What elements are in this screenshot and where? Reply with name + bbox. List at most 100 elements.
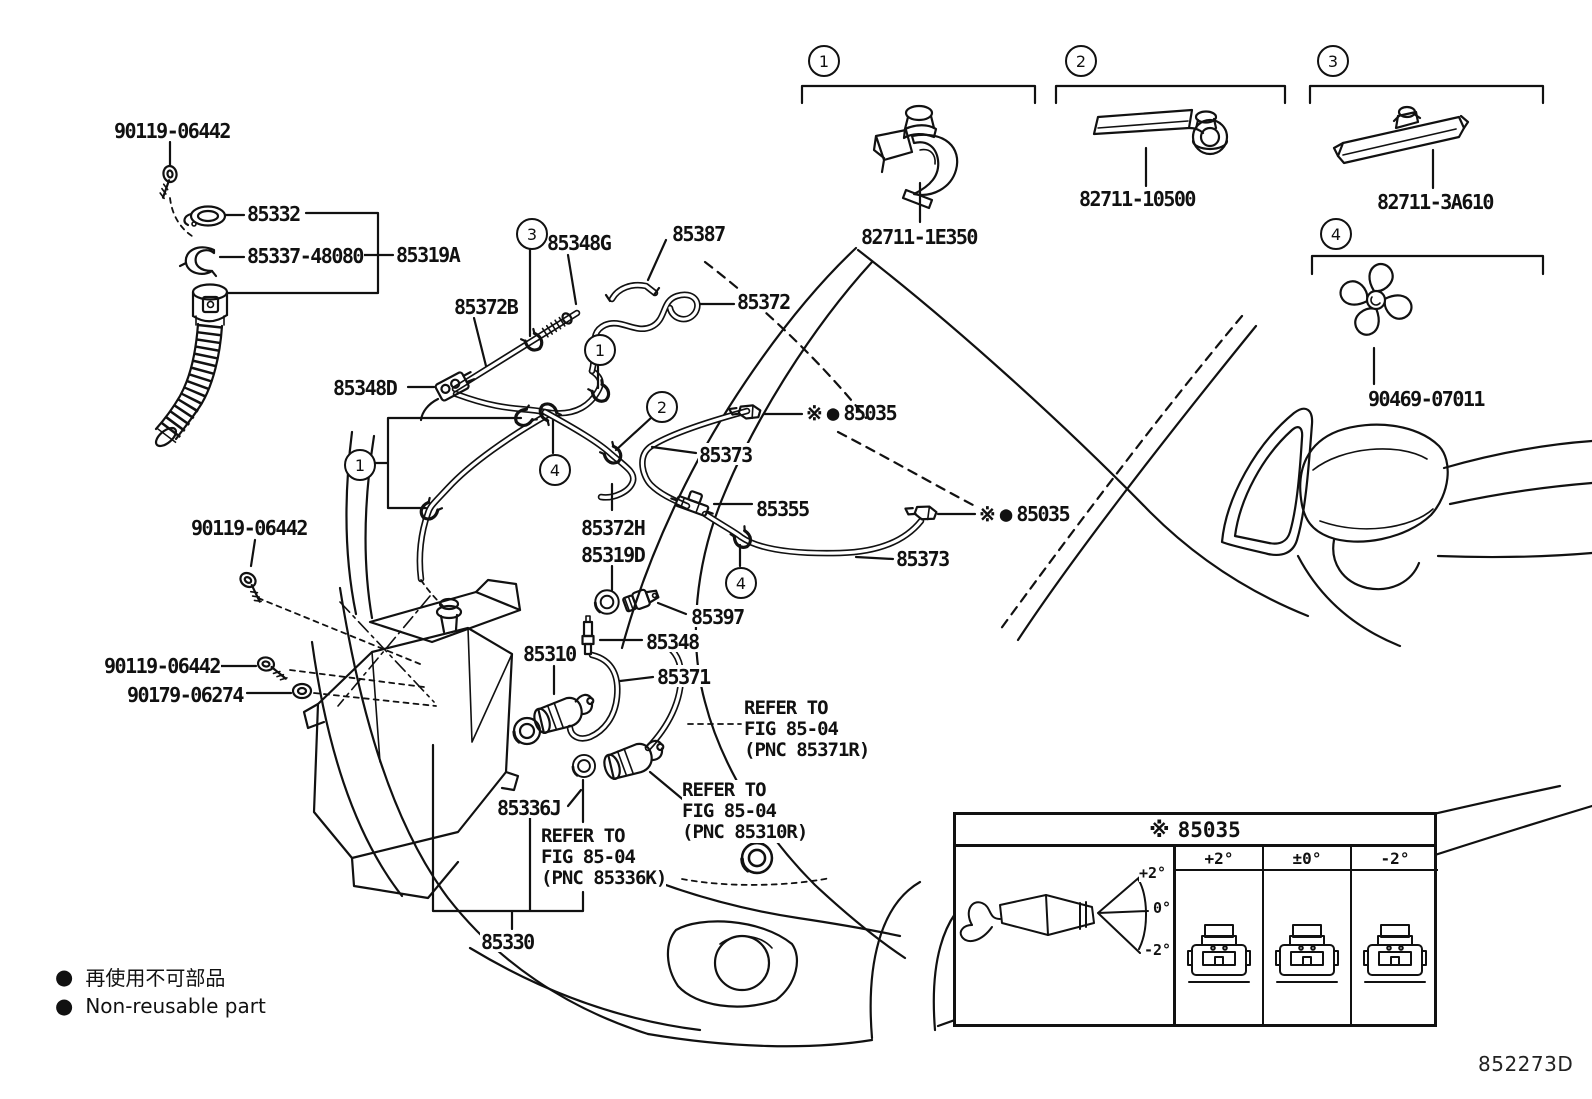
column-header-plus2: +2° [1176, 847, 1264, 869]
label-packing-85337: 85337-48080 [246, 244, 364, 268]
washer-hoses-drawing [416, 291, 925, 752]
clip-82711-3a610-drawing [1332, 105, 1470, 165]
label-clip-82711-3a610: 82711-3A610 [1376, 190, 1494, 214]
side-mirror-drawing [1299, 423, 1449, 591]
tee-joint-85355 [670, 490, 714, 517]
angle-mark-plus2: +2° [1139, 864, 1167, 882]
label-bolt-c: 90119-06442 [103, 654, 221, 678]
threaded-joint-85348g [541, 312, 573, 338]
label-grommet-85336j: 85336J [496, 796, 562, 820]
retainer-washer-drawing [291, 682, 313, 700]
label-joint-85348: 85348 [645, 630, 700, 654]
clip-82711-1e350-drawing [872, 104, 959, 210]
label-joint-85348g: 85348G [546, 231, 612, 255]
washer-pump-rear [599, 735, 670, 784]
clip-82711-10500-drawing [1092, 108, 1229, 156]
nozzle-angle-table-title: ※ 85035 [956, 815, 1434, 847]
washer-jar-drawing [302, 578, 522, 900]
clip-90469-07011-drawing [1339, 263, 1413, 336]
grommet-85336j [512, 716, 542, 746]
grommet-85319d [593, 588, 621, 616]
label-joint-85355: 85355 [755, 497, 810, 521]
connector-front-view-drawing [1275, 924, 1339, 983]
label-clip-82711-10500: 82711-10500 [1078, 187, 1196, 211]
nozzle-angle-table: ※ 85035 +2° 0° -2° +2° [953, 812, 1438, 1027]
connector-front-view-drawing [1363, 924, 1427, 983]
legend-item-en: ● Non-reusable part [55, 991, 266, 1020]
cap-and-packing-drawing [178, 205, 227, 278]
washer-nozzle-85035-b [902, 500, 939, 524]
connector-cell-plus2 [1176, 871, 1264, 1027]
fittings-drawing [434, 281, 939, 875]
screw-drawings [154, 163, 313, 700]
joint-85348 [581, 615, 595, 656]
column-header-minus2: -2° [1380, 848, 1410, 868]
label-pump-85310: 85310 [522, 642, 577, 666]
grommet-lower [740, 841, 774, 875]
legend-item-jp: ● 再使用不可部品 [55, 962, 266, 991]
angle-mark-minus2: -2° [1144, 941, 1172, 959]
nozzle-angle-diagram-cell: +2° 0° -2° [956, 847, 1176, 1027]
washer-pump-85310 [529, 689, 600, 738]
nozzle-85397 [622, 588, 660, 613]
label-cap-85332: 85332 [246, 202, 301, 226]
label-joint-85348d: 85348D [332, 376, 398, 400]
hose-guide-85387 [604, 281, 661, 303]
angle-mark-zero: 0° [1153, 899, 1172, 917]
label-hose-85372h: 85372H [580, 516, 646, 540]
fog-lamp-drawing [666, 920, 799, 1008]
non-reusable-dot-icon: ● [55, 964, 74, 989]
label-nozzle-85397: 85397 [690, 605, 745, 629]
callout-section-2: 2 [1065, 45, 1097, 77]
label-hose-85372: 85372 [736, 290, 791, 314]
label-hose-85373-b: 85373 [895, 547, 950, 571]
column-header-zero: ±0° [1264, 847, 1352, 869]
callout-marker-3: 3 [516, 218, 548, 250]
connector-cell-minus2 [1352, 871, 1438, 1027]
non-reusable-dot-icon: ● [55, 993, 74, 1018]
nozzle-side-view-drawing [959, 874, 1149, 954]
connector-cell-zero [1264, 871, 1352, 1027]
label-nozzle-85035-a: ※●85035 [806, 401, 898, 425]
leader-lines [168, 140, 1435, 886]
label-clip-82711-1e350: 82711-1E350 [860, 225, 978, 249]
label-bolt-a: 90119-06442 [113, 119, 231, 143]
label-inlet-85319a: 85319A [395, 243, 461, 267]
reference-mark-icon: ※ [1149, 817, 1170, 842]
callout-section-1: 1 [808, 45, 840, 77]
label-bolt-b: 90119-06442 [190, 516, 308, 540]
callout-marker-1b: 1 [344, 449, 376, 481]
callout-section-4: 4 [1320, 218, 1352, 250]
label-hose-85371: 85371 [656, 665, 711, 689]
callout-section-3: 3 [1317, 45, 1349, 77]
clip-part-drawings [872, 104, 1470, 336]
callout-brackets [226, 84, 1545, 931]
label-washer-90179: 90179-06274 [126, 683, 244, 707]
label-jar-85330: 85330 [480, 930, 535, 954]
label-nozzle-85035-b: ※●85035 [979, 502, 1071, 526]
grommet-rear [571, 753, 597, 779]
filler-tube-drawing [154, 283, 229, 448]
reference-mark-icon: ※ [806, 401, 823, 425]
legend: ● 再使用不可部品 ● Non-reusable part [55, 962, 266, 1020]
callout-marker-1a: 1 [584, 334, 616, 366]
non-reusable-dot-icon: ● [826, 401, 840, 425]
label-hose-85373-a: 85373 [698, 443, 753, 467]
legend-text-en: Non-reusable part [85, 993, 266, 1018]
reference-mark-icon: ※ [979, 502, 996, 526]
label-clip-90469-07011: 90469-07011 [1367, 387, 1485, 411]
figure-code: 852273D [1478, 1052, 1574, 1076]
callout-marker-2: 2 [646, 391, 678, 423]
hose-joint-85348d [434, 371, 476, 402]
connector-front-view-drawing [1187, 924, 1251, 983]
non-reusable-dot-icon: ● [999, 502, 1013, 526]
label-grommet-85319d: 85319D [580, 543, 646, 567]
callout-marker-4a: 4 [539, 454, 571, 486]
label-hose-85372b: 85372B [453, 295, 519, 319]
callout-marker-4b: 4 [725, 567, 757, 599]
